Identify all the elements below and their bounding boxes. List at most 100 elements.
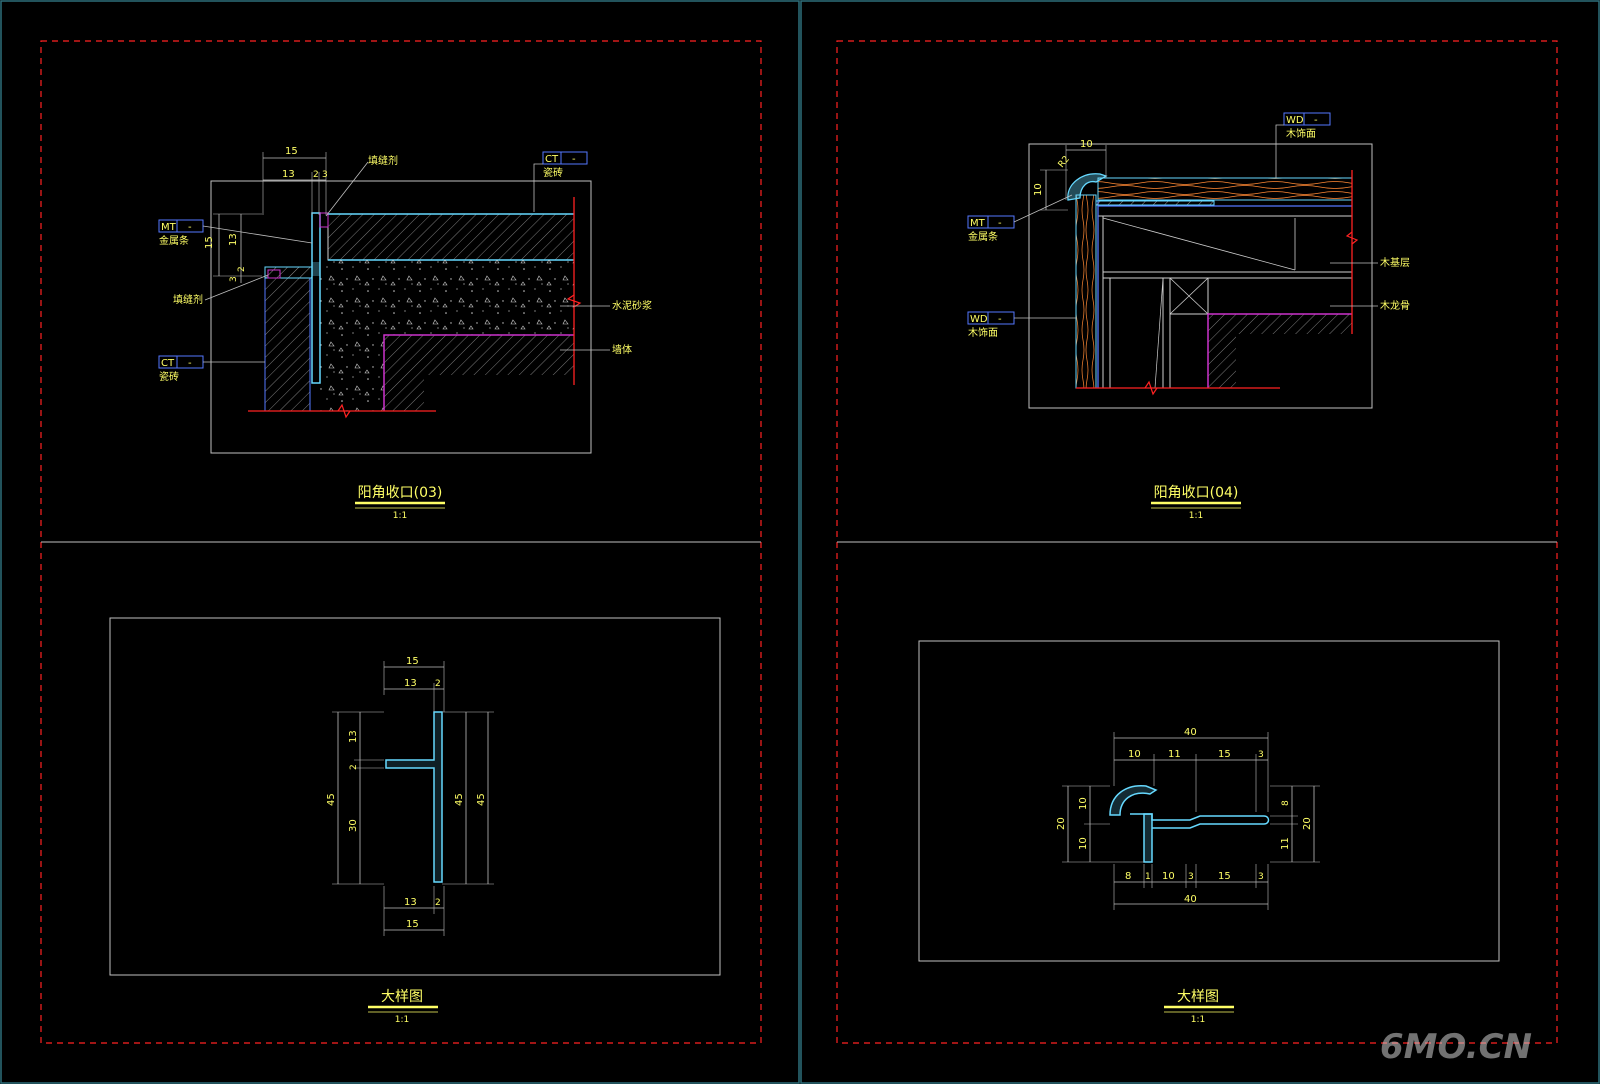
svg-text:瓷砖: 瓷砖 (543, 166, 563, 179)
scale-03: 1:1 (393, 511, 407, 521)
t-dim-r45a: 45 (454, 793, 465, 806)
svg-text:CT: CT (545, 154, 559, 165)
title-04: 阳角收口(04) (1154, 485, 1239, 501)
h-dim-b1: 1 (1145, 872, 1151, 882)
top-tile (327, 213, 575, 261)
h-dim-l20: 20 (1056, 817, 1067, 830)
viewport-box (210, 180, 592, 454)
t-dim-top13: 13 (404, 678, 417, 689)
t-profile-shape (385, 711, 443, 883)
svg-text:金属条: 金属条 (968, 230, 998, 243)
svg-text:MT: MT (970, 218, 986, 229)
dim-v15: 15 (204, 236, 215, 249)
metal-trim (1067, 173, 1108, 201)
h-dim-t11: 11 (1168, 749, 1181, 760)
t-dim-l30: 30 (348, 819, 359, 832)
h-dim-t3: 3 (1258, 750, 1264, 760)
scale-04: 1:1 (1189, 511, 1203, 521)
dim-v13: 13 (228, 233, 239, 246)
note-mortar: 水泥砂浆 (612, 299, 652, 312)
dim-10v: 10 (1033, 183, 1044, 196)
side-tile (264, 277, 311, 412)
watermark: 6MO.CN (1380, 1027, 1532, 1067)
t-dim-b15: 15 (406, 919, 419, 930)
top-veneer (1097, 177, 1353, 201)
tag-ct-top: CT - 瓷砖 (533, 151, 588, 212)
svg-text:瓷砖: 瓷砖 (159, 370, 179, 383)
sheet-border-left (0, 0, 800, 1084)
t-dim-l2: 2 (349, 764, 359, 770)
title-03: 阳角收口(03) (358, 485, 443, 501)
t-dim-b2: 2 (435, 898, 441, 908)
h-dim-t10: 10 (1128, 749, 1141, 760)
h-dim-b40: 40 (1184, 894, 1197, 905)
h-dim-b3: 3 (1188, 872, 1194, 882)
dim-r2: R2 (1057, 154, 1072, 170)
h-dim-b8: 8 (1125, 871, 1131, 882)
dim-13: 13 (282, 169, 295, 180)
note-filler-left: 填缝剂 (173, 293, 203, 306)
h-dim-l10b: 10 (1078, 837, 1089, 850)
h-dim-r8: 8 (1281, 800, 1291, 806)
dim-v3: 3 (229, 276, 239, 282)
note-wall: 墙体 (612, 343, 632, 356)
t-dim-top2: 2 (435, 679, 441, 689)
title-detail-left: 大样图 (381, 989, 423, 1005)
h-dim-r11: 11 (1280, 837, 1291, 850)
dim-15: 15 (285, 146, 298, 157)
h-dim-r20: 20 (1302, 817, 1313, 830)
h-dim-t40: 40 (1184, 727, 1197, 738)
svg-text:金属条: 金属条 (159, 234, 189, 247)
tag-mt: MT - 金属条 (158, 219, 313, 247)
tag-ct-left: CT - 瓷砖 (158, 355, 265, 383)
side-veneer (1075, 194, 1097, 389)
svg-text:-: - (572, 154, 576, 165)
dim-3: 3 (322, 170, 328, 180)
note-filler-top: 填缝剂 (368, 154, 398, 167)
t-dim-b13: 13 (404, 897, 417, 908)
wall-hatch (384, 335, 574, 411)
dim-v2: 2 (237, 266, 247, 272)
tag-wd-top: WD - 木饰面 (1275, 112, 1331, 178)
h-dim-l10a: 10 (1078, 797, 1089, 810)
detail-t-profile: 15 13 2 45 13 2 30 45 45 13 2 15 大样图 1:1 (109, 617, 721, 1025)
svg-text:-: - (998, 218, 1002, 229)
hook-profile-flange (1130, 813, 1270, 829)
svg-text:-: - (1314, 115, 1318, 126)
viewport-box-hook (918, 640, 1500, 962)
h-dim-b3b: 3 (1258, 872, 1264, 882)
dim-2: 2 (313, 170, 319, 180)
metal-strip (311, 212, 321, 384)
svg-text:木饰面: 木饰面 (1286, 127, 1316, 140)
t-dim-top15: 15 (406, 656, 419, 667)
title-detail-right: 大样图 (1177, 989, 1219, 1005)
detail-corner-04: 10 10 R2 WD - 木饰面 MT - 金属条 WD - 木饰面 (967, 112, 1410, 521)
tag-wd-left: WD - 木饰面 (967, 311, 1076, 339)
t-dim-l13: 13 (348, 730, 359, 743)
dim-10h: 10 (1080, 139, 1093, 150)
scale-detail-right: 1:1 (1191, 1015, 1205, 1025)
svg-text:MT: MT (161, 222, 177, 233)
viewport-box-04 (1028, 143, 1373, 409)
detail-hook-profile: 40 10 11 15 3 20 10 10 8 11 20 8 1 (918, 640, 1500, 1025)
t-dim-r45b: 45 (476, 793, 487, 806)
wall-hatch-04 (1208, 314, 1352, 388)
detail-corner-03: 15 13 2 3 15 13 3 2 CT - 瓷砖 MT - 金属条 (158, 146, 652, 521)
hook-profile-head (1109, 785, 1158, 816)
svg-text:木饰面: 木饰面 (968, 326, 998, 339)
viewport-box-t (109, 617, 721, 976)
svg-text:-: - (188, 358, 192, 369)
svg-text:-: - (998, 314, 1002, 325)
sheet-border-right (800, 0, 1600, 1084)
h-dim-b10: 10 (1162, 871, 1175, 882)
h-dim-t15: 15 (1218, 749, 1231, 760)
note-base: 木基层 (1380, 256, 1410, 269)
h-dim-b15: 15 (1218, 871, 1231, 882)
scale-detail-left: 1:1 (395, 1015, 409, 1025)
t-dim-l45: 45 (326, 793, 337, 806)
svg-text:WD: WD (970, 314, 988, 325)
mortar (320, 260, 574, 335)
svg-text:WD: WD (1286, 115, 1304, 126)
svg-text:CT: CT (161, 358, 175, 369)
